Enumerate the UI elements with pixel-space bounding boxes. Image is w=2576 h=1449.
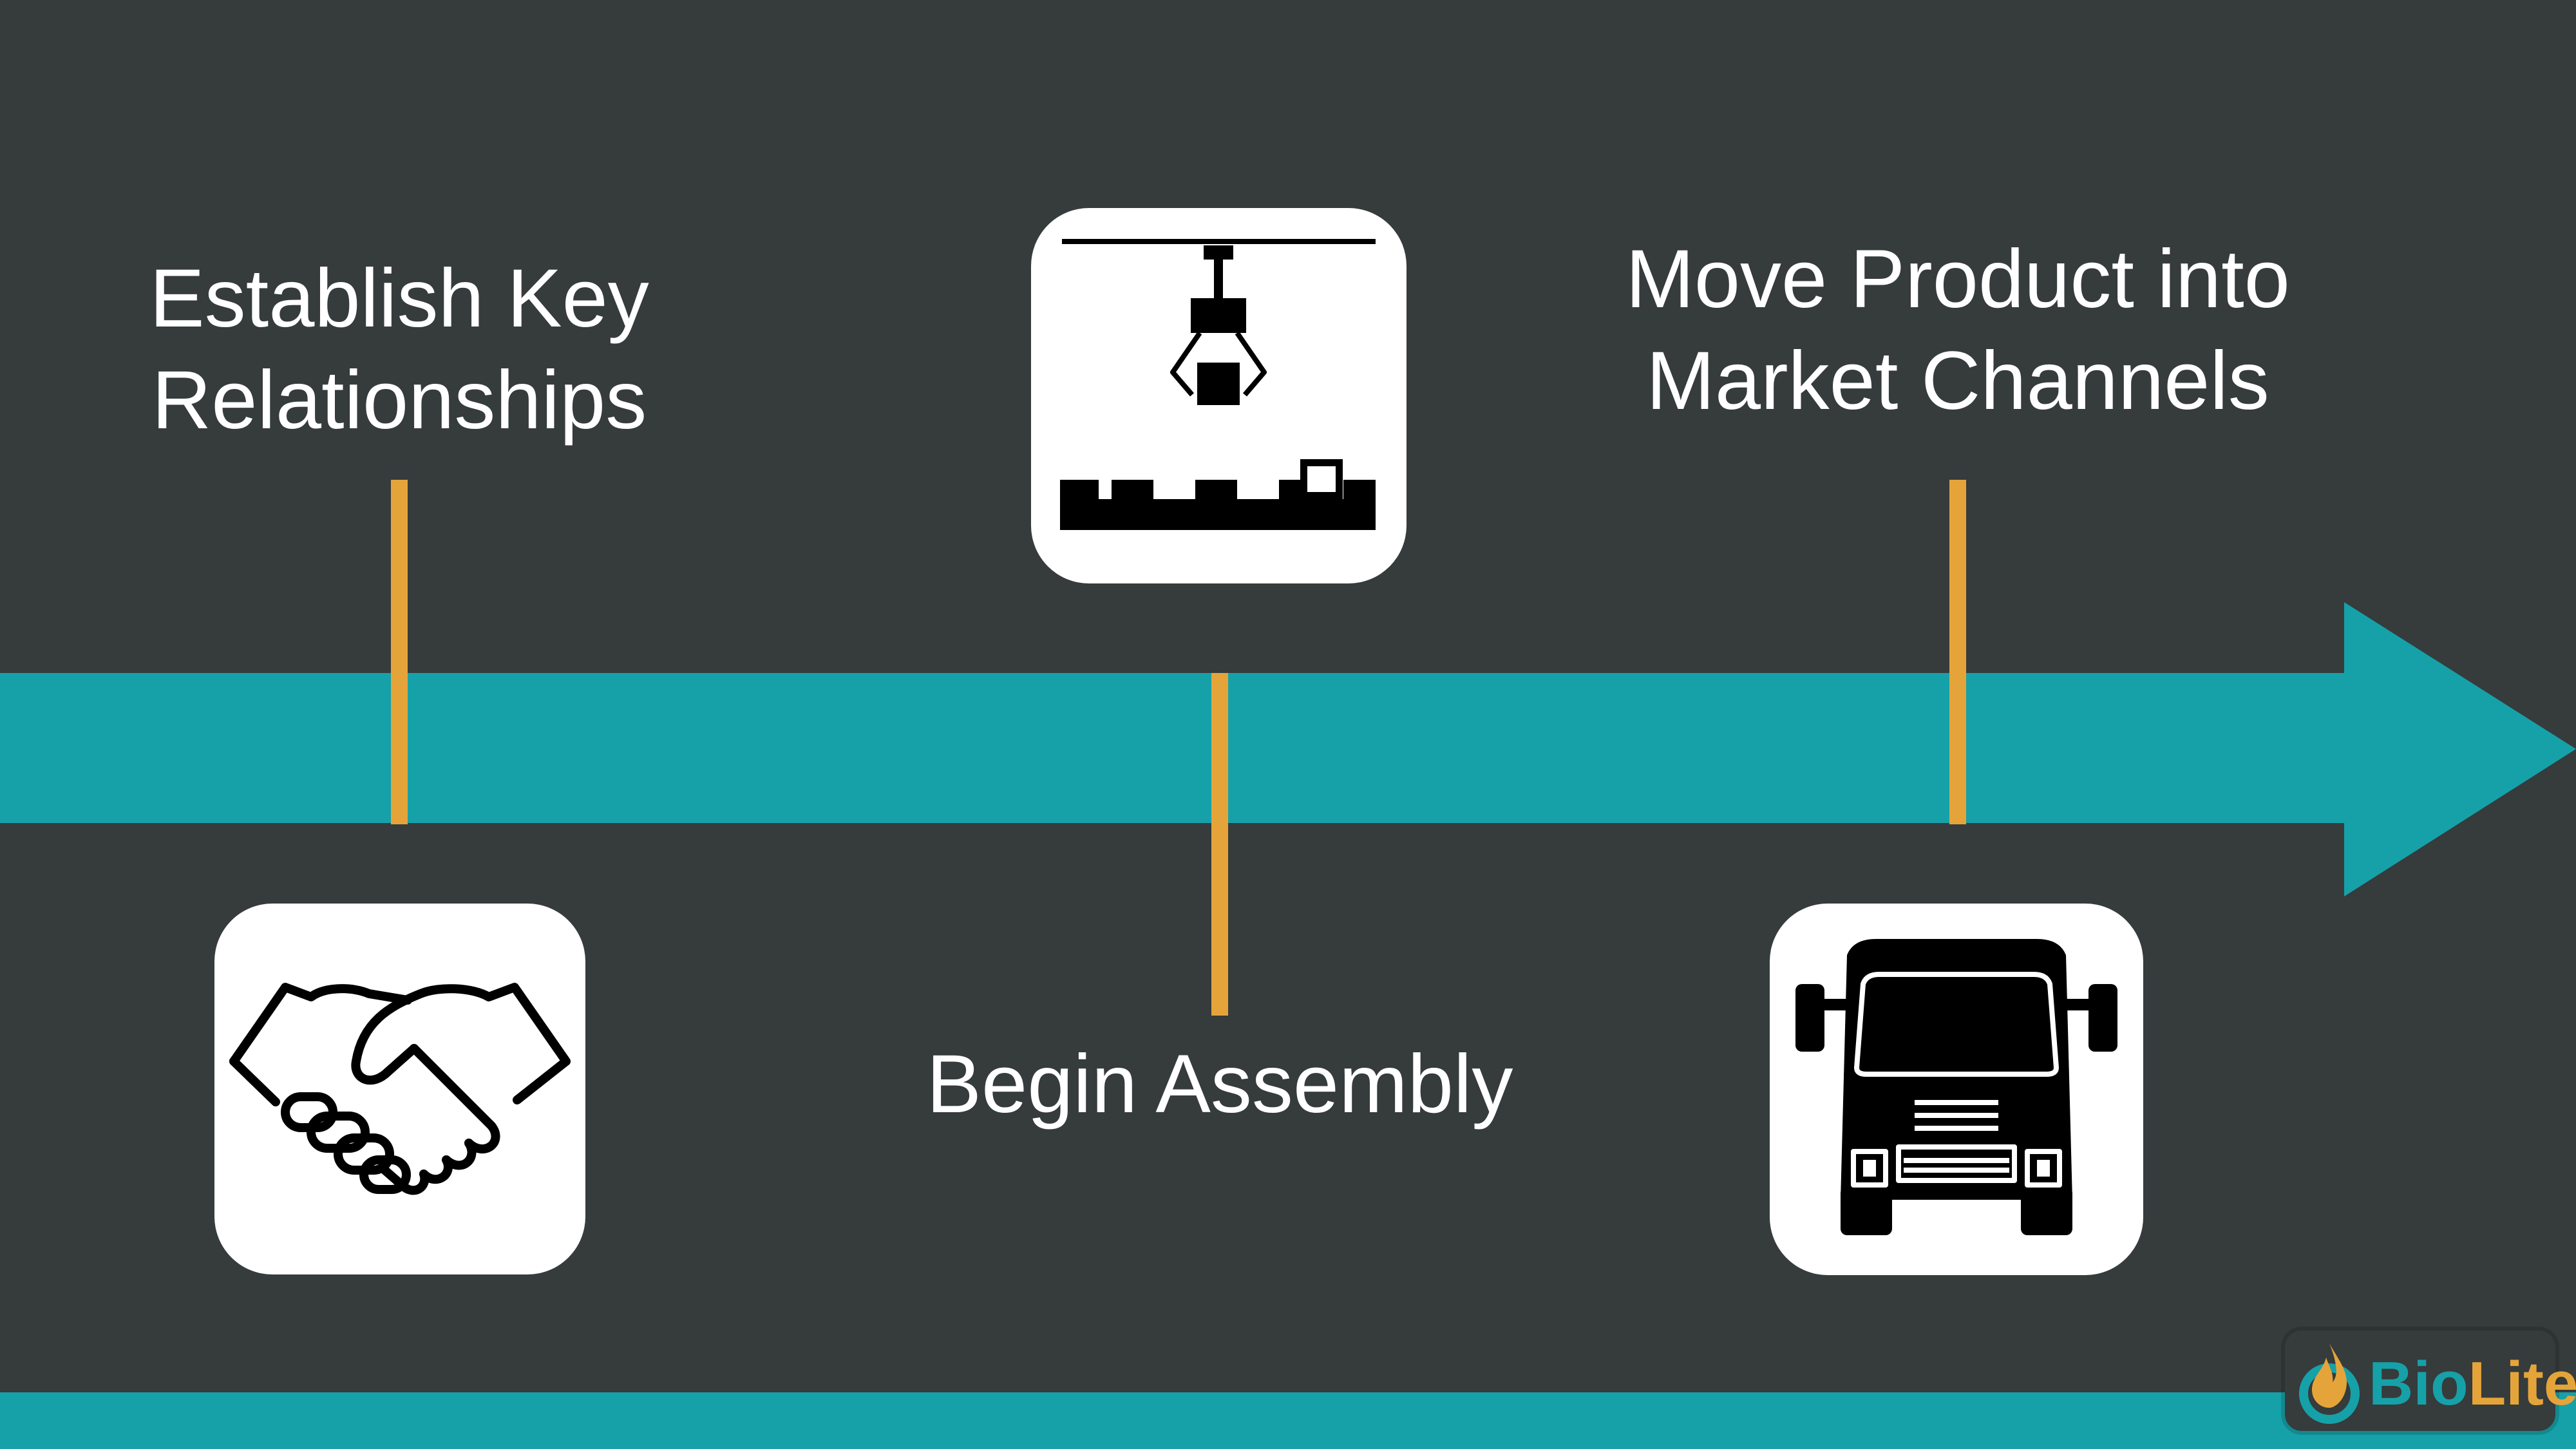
step-3-title: Move Product into Market Channels bbox=[1571, 229, 2344, 432]
robotic-assembly-icon bbox=[1060, 239, 1376, 530]
footer-band bbox=[0, 1392, 2576, 1449]
step-3-title-line-1: Move Product into bbox=[1625, 233, 2290, 325]
logo-wordmark: BioLite bbox=[2369, 1349, 2576, 1419]
step-1-title-line-2: Relationships bbox=[151, 354, 647, 446]
step-2-title-line-1: Begin Assembly bbox=[926, 1038, 1513, 1130]
logo-text-bio: Bio bbox=[2369, 1349, 2468, 1418]
step-3-icon-tile bbox=[1770, 904, 2143, 1275]
logo-text-lite: Lite bbox=[2468, 1349, 2576, 1418]
step-2-connector bbox=[1211, 673, 1228, 1016]
biolite-logo: BioLite bbox=[2285, 1331, 2576, 1431]
flame-icon bbox=[2299, 1343, 2360, 1424]
step-2-title: Begin Assembly bbox=[898, 1034, 1542, 1135]
step-3-title-line-2: Market Channels bbox=[1646, 335, 2269, 427]
step-1-connector bbox=[391, 480, 408, 824]
step-1-title-line-1: Establish Key bbox=[149, 252, 649, 345]
step-3-connector bbox=[1949, 480, 1966, 824]
step-1-title: Establish Key Relationships bbox=[142, 248, 657, 451]
step-1-icon-tile bbox=[214, 904, 585, 1274]
delivery-truck-icon bbox=[1795, 939, 2117, 1235]
step-2-icon-tile bbox=[1031, 208, 1406, 583]
handshake-icon bbox=[229, 983, 571, 1195]
